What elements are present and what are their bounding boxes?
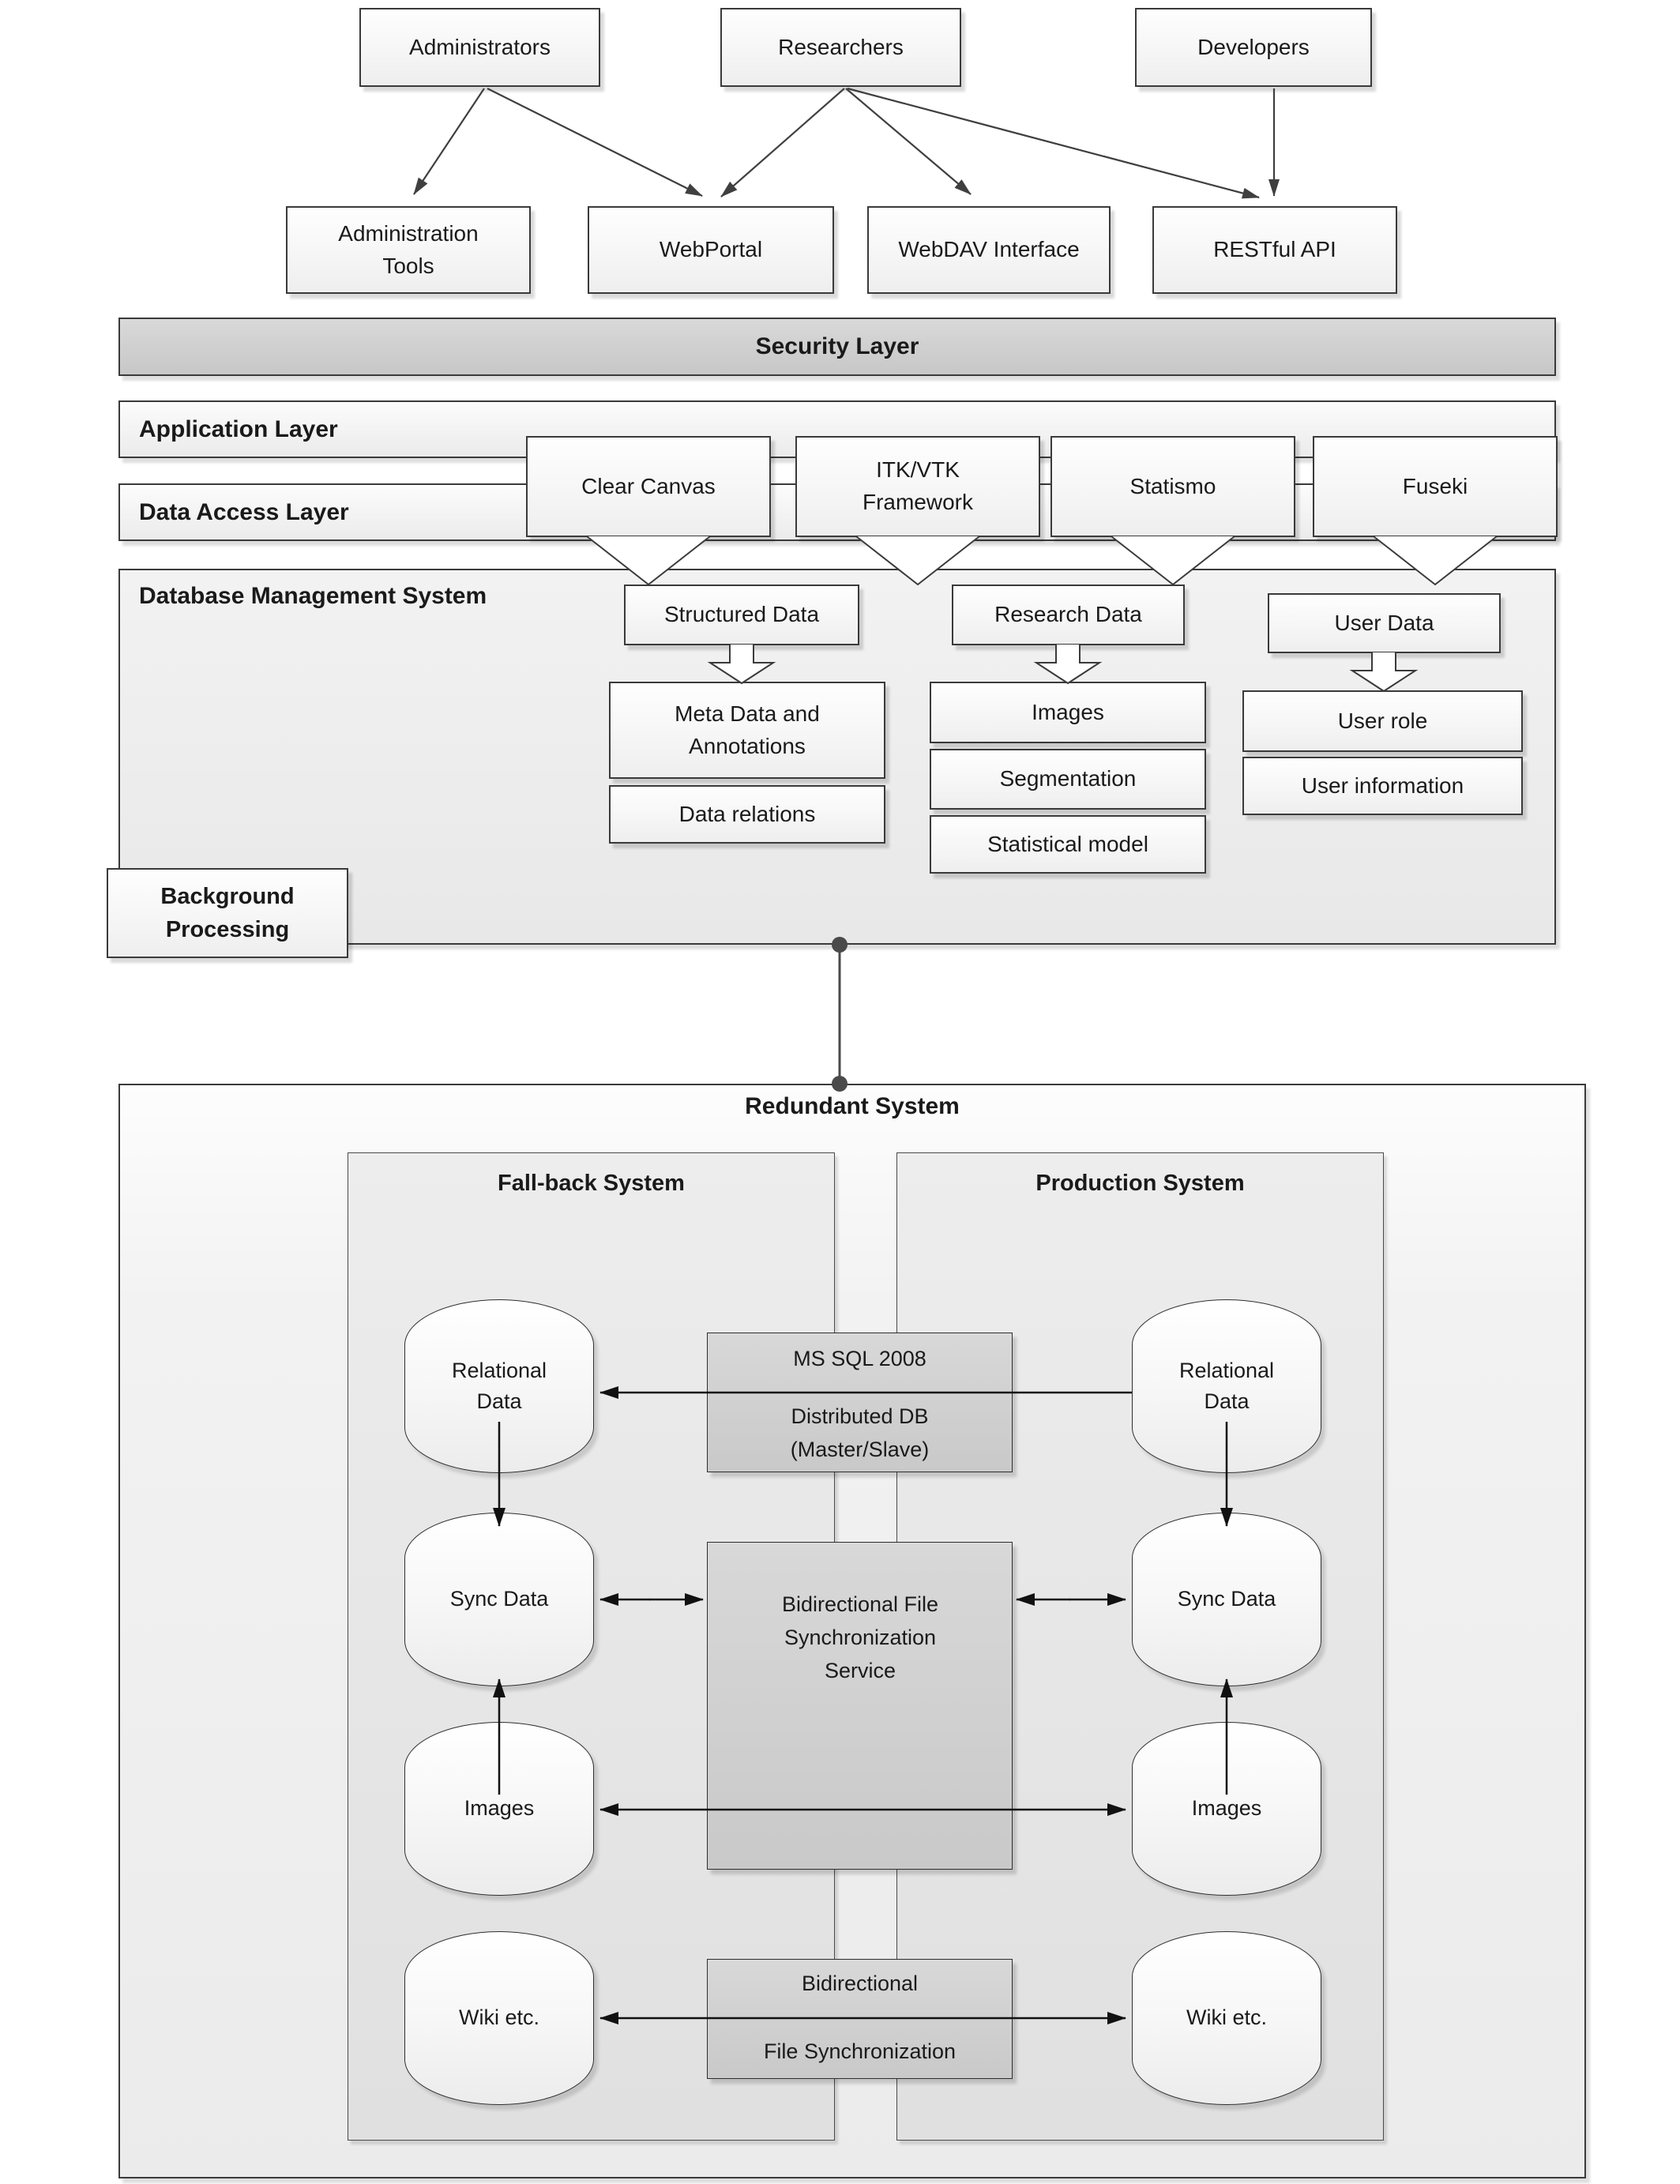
dbms-item-label: User information — [1301, 772, 1464, 798]
production-sync-data-cylinder: Sync Data — [1132, 1513, 1321, 1686]
actor-researchers: Researchers — [720, 8, 961, 87]
dbms-item-label: Statistical model — [987, 831, 1148, 856]
tool-itk-vtk: ITK/VTK Framework — [795, 436, 1040, 537]
datastore-label: Wiki etc. — [458, 2005, 539, 2030]
datastore-label: Images — [1191, 1796, 1262, 1821]
tool-label: Statismo — [1129, 473, 1216, 498]
dbms-item-label: Images — [1032, 699, 1104, 724]
interface-administration-tools: Administration Tools — [286, 206, 531, 294]
application-layer-title: Application Layer — [139, 415, 338, 442]
fallback-wiki-cylinder: Wiki etc. — [404, 1931, 594, 2105]
security-layer-title: Security Layer — [755, 333, 919, 359]
dbms-header-label: User Data — [1334, 610, 1434, 635]
actor-label: Developers — [1197, 34, 1310, 59]
file-synchronization-label: File Synchronization — [763, 2039, 957, 2064]
interface-label: RESTful API — [1213, 237, 1336, 262]
tool-label: Fuseki — [1402, 473, 1468, 498]
redundant-system-title: Redundant System — [745, 1093, 960, 1119]
tool-label: ITK/VTK Framework — [862, 457, 973, 514]
dbms-title: Database Management System — [139, 583, 487, 609]
actor-arrows — [413, 87, 1280, 199]
actor-label: Researchers — [778, 34, 904, 59]
interface-restful-api: RESTful API — [1152, 206, 1397, 294]
interface-label: WebPortal — [659, 237, 763, 262]
tool-label: Clear Canvas — [581, 473, 716, 498]
dbms-meta-data: Meta Data and Annotations — [609, 682, 885, 779]
panel-connector — [832, 937, 848, 1092]
bidirectional-label: Bidirectional — [801, 1972, 919, 1995]
security-layer-bar: Security Layer — [118, 318, 1556, 376]
fallback-system-title: Fall-back System — [498, 1171, 685, 1196]
production-relational-data-cylinder: Relational Data — [1132, 1299, 1321, 1473]
actor-developers: Developers — [1135, 8, 1372, 87]
dbms-images: Images — [930, 682, 1206, 743]
background-processing-box: Background Processing — [107, 868, 348, 958]
actor-label: Administrators — [409, 34, 551, 59]
dbms-segmentation: Segmentation — [930, 749, 1206, 810]
tool-statismo: Statismo — [1050, 436, 1295, 537]
interface-webdav: WebDAV Interface — [867, 206, 1111, 294]
file-sync-service-label: Bidirectional File Synchronization Servi… — [781, 1592, 939, 1682]
dbms-item-label: Data relations — [678, 801, 816, 826]
bidirectional-file-sync-box: Bidirectional File Synchronization — [707, 1959, 1013, 2079]
actor-administrators: Administrators — [359, 8, 600, 87]
fallback-relational-data-cylinder: Relational Data — [404, 1299, 594, 1473]
fallback-sync-data-cylinder: Sync Data — [404, 1513, 594, 1686]
mssql-line2: Distributed DB — [791, 1404, 929, 1429]
tool-clear-canvas: Clear Canvas — [526, 436, 771, 537]
interface-webportal: WebPortal — [588, 206, 834, 294]
datastore-label: Sync Data — [449, 1587, 549, 1611]
file-sync-service-box: Bidirectional File Synchronization Servi… — [707, 1542, 1013, 1870]
fallback-images-cylinder: Images — [404, 1722, 594, 1896]
mssql-subtitle: Distributed DB (Master/Slave) — [708, 1400, 1012, 1467]
dbms-user-role: User role — [1242, 690, 1523, 752]
dbms-statistical-model: Statistical model — [930, 815, 1206, 874]
interface-label: WebDAV Interface — [898, 237, 1080, 262]
dbms-header-label: Structured Data — [663, 602, 820, 627]
interface-label: Administration Tools — [338, 220, 479, 278]
dbms-header-label: Research Data — [994, 602, 1142, 627]
datastore-label: Wiki etc. — [1186, 2005, 1267, 2030]
datastore-label: Relational Data — [1178, 1358, 1275, 1413]
datastore-label: Relational Data — [451, 1358, 547, 1413]
dbms-user-data: User Data — [1268, 593, 1501, 653]
mssql-line3: (Master/Slave) — [790, 1438, 930, 1462]
datastore-label: Images — [464, 1796, 535, 1821]
dbms-user-information: User information — [1242, 757, 1523, 815]
production-images-cylinder: Images — [1132, 1722, 1321, 1896]
datastore-label: Sync Data — [1177, 1587, 1276, 1611]
dbms-data-relations: Data relations — [609, 785, 885, 844]
production-system-title: Production System — [1035, 1171, 1245, 1196]
data-access-layer-title: Data Access Layer — [139, 498, 349, 525]
dbms-item-label: Segmentation — [999, 766, 1137, 791]
tool-fuseki: Fuseki — [1313, 436, 1558, 537]
dbms-structured-data: Structured Data — [624, 585, 859, 645]
dbms-item-label: User role — [1337, 708, 1428, 733]
background-processing-label: Background Processing — [160, 883, 295, 942]
dbms-item-label: Meta Data and Annotations — [675, 701, 820, 758]
mssql-distributed-db-box: MS SQL 2008 Distributed DB (Master/Slave… — [707, 1333, 1013, 1472]
production-wiki-cylinder: Wiki etc. — [1132, 1931, 1321, 2105]
mssql-title: MS SQL 2008 — [793, 1347, 926, 1370]
dbms-research-data: Research Data — [952, 585, 1185, 645]
